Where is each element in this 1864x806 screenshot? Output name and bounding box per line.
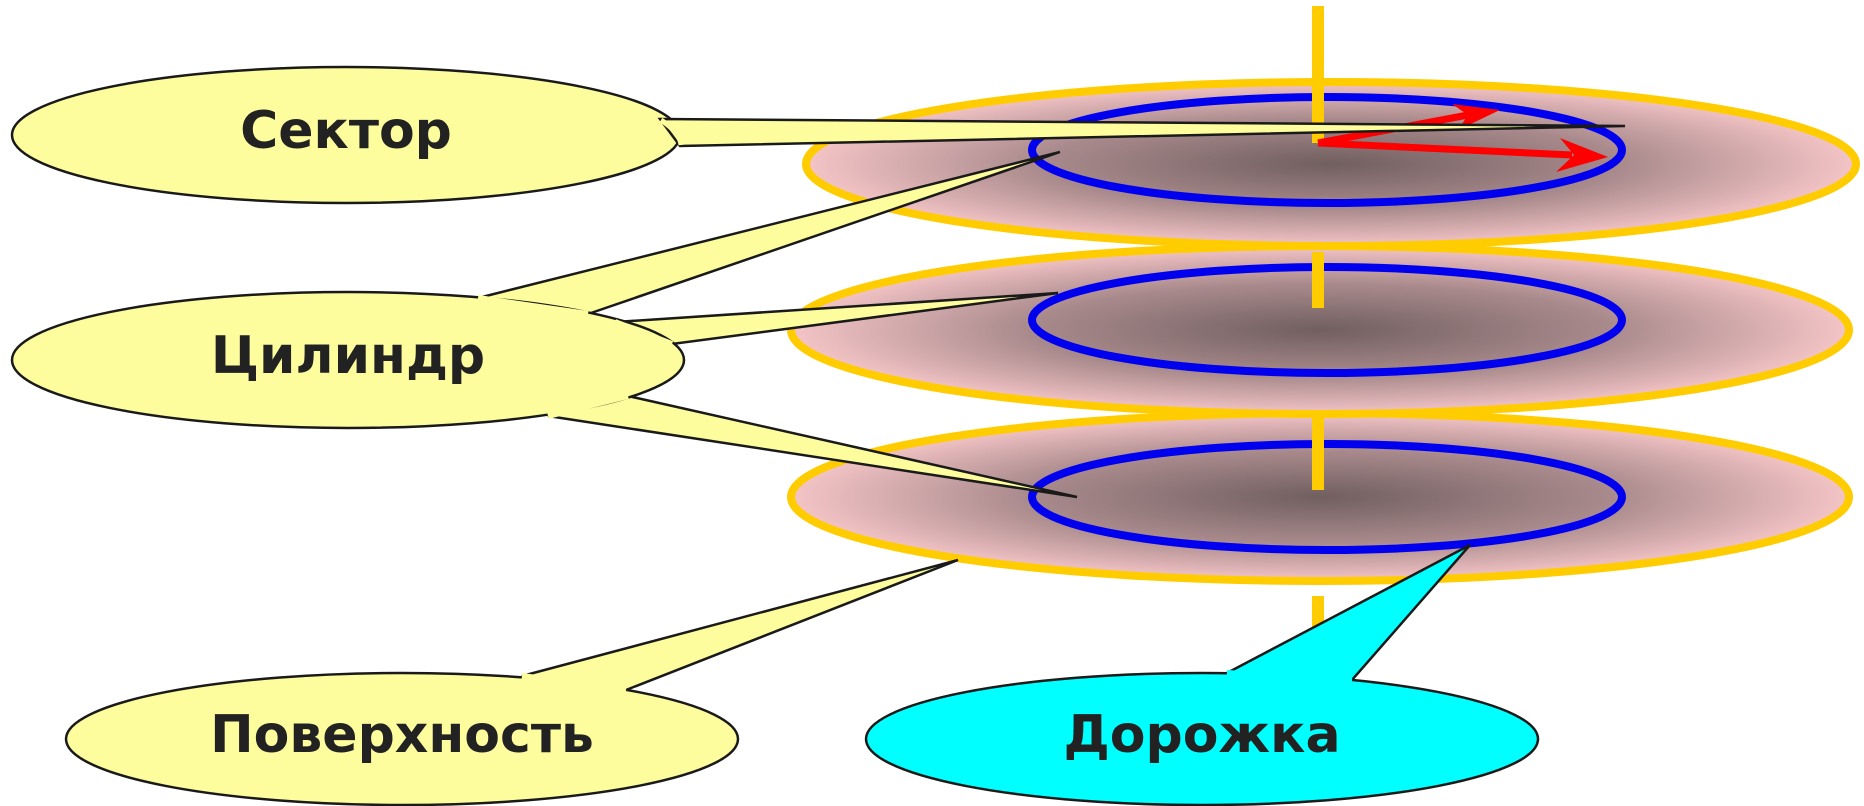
cylinder-label: Цилиндр bbox=[211, 326, 485, 386]
track-label: Дорожка bbox=[1063, 705, 1340, 765]
surface-label: Поверхность bbox=[210, 705, 594, 765]
track-callout: Дорожка bbox=[864, 543, 1540, 806]
platter-middle bbox=[787, 242, 1853, 418]
cylinder-callout: Цилиндр bbox=[10, 150, 1078, 499]
platter-bottom bbox=[787, 409, 1853, 585]
sector-label: Сектор bbox=[240, 101, 452, 161]
track-ring-bottom bbox=[1028, 440, 1626, 554]
surface-callout: Поверхность bbox=[64, 558, 959, 806]
track-ring-top bbox=[1028, 93, 1626, 207]
track-ring-middle bbox=[1028, 263, 1626, 377]
sector-callout: Сектор bbox=[10, 65, 1626, 205]
